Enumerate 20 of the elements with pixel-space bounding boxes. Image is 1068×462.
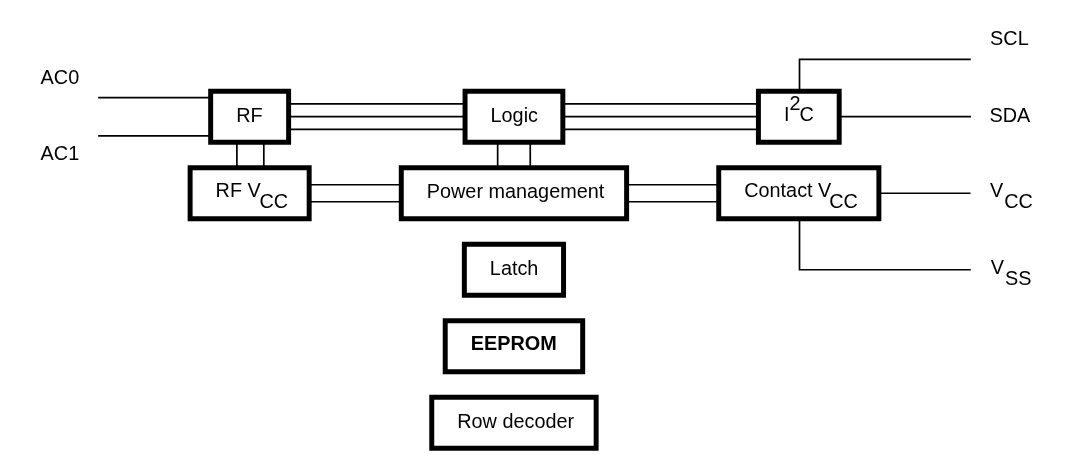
connector: [308, 183, 402, 186]
node-text: SCL: [989, 26, 1029, 49]
node-box: Logic: [462, 88, 565, 145]
node-box: Power management: [398, 164, 629, 221]
node-box: Row decoder: [428, 394, 599, 451]
connector: [96, 134, 211, 137]
node-text: SDA: [988, 103, 1030, 126]
connector: [96, 96, 211, 98]
node-text: AC1: [40, 141, 79, 164]
connector: [496, 141, 498, 168]
connector: [262, 141, 265, 168]
connector: [235, 141, 238, 168]
connector: [838, 115, 972, 118]
node-text: AC0: [40, 65, 79, 88]
node-box: Latch: [461, 241, 566, 298]
connector: [528, 141, 531, 168]
connector: [308, 200, 402, 203]
node-box: RF: [207, 88, 291, 145]
node-box: EEPROM: [442, 317, 585, 374]
connector: [798, 57, 972, 92]
